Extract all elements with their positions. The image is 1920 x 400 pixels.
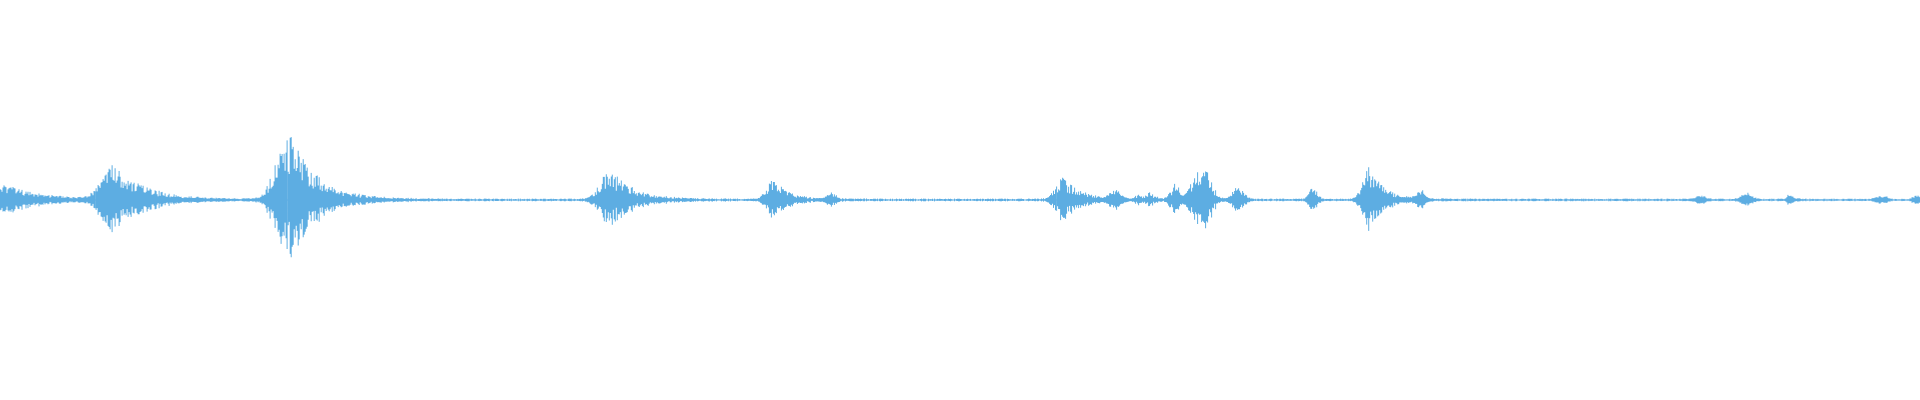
waveform-signal — [0, 137, 1920, 258]
